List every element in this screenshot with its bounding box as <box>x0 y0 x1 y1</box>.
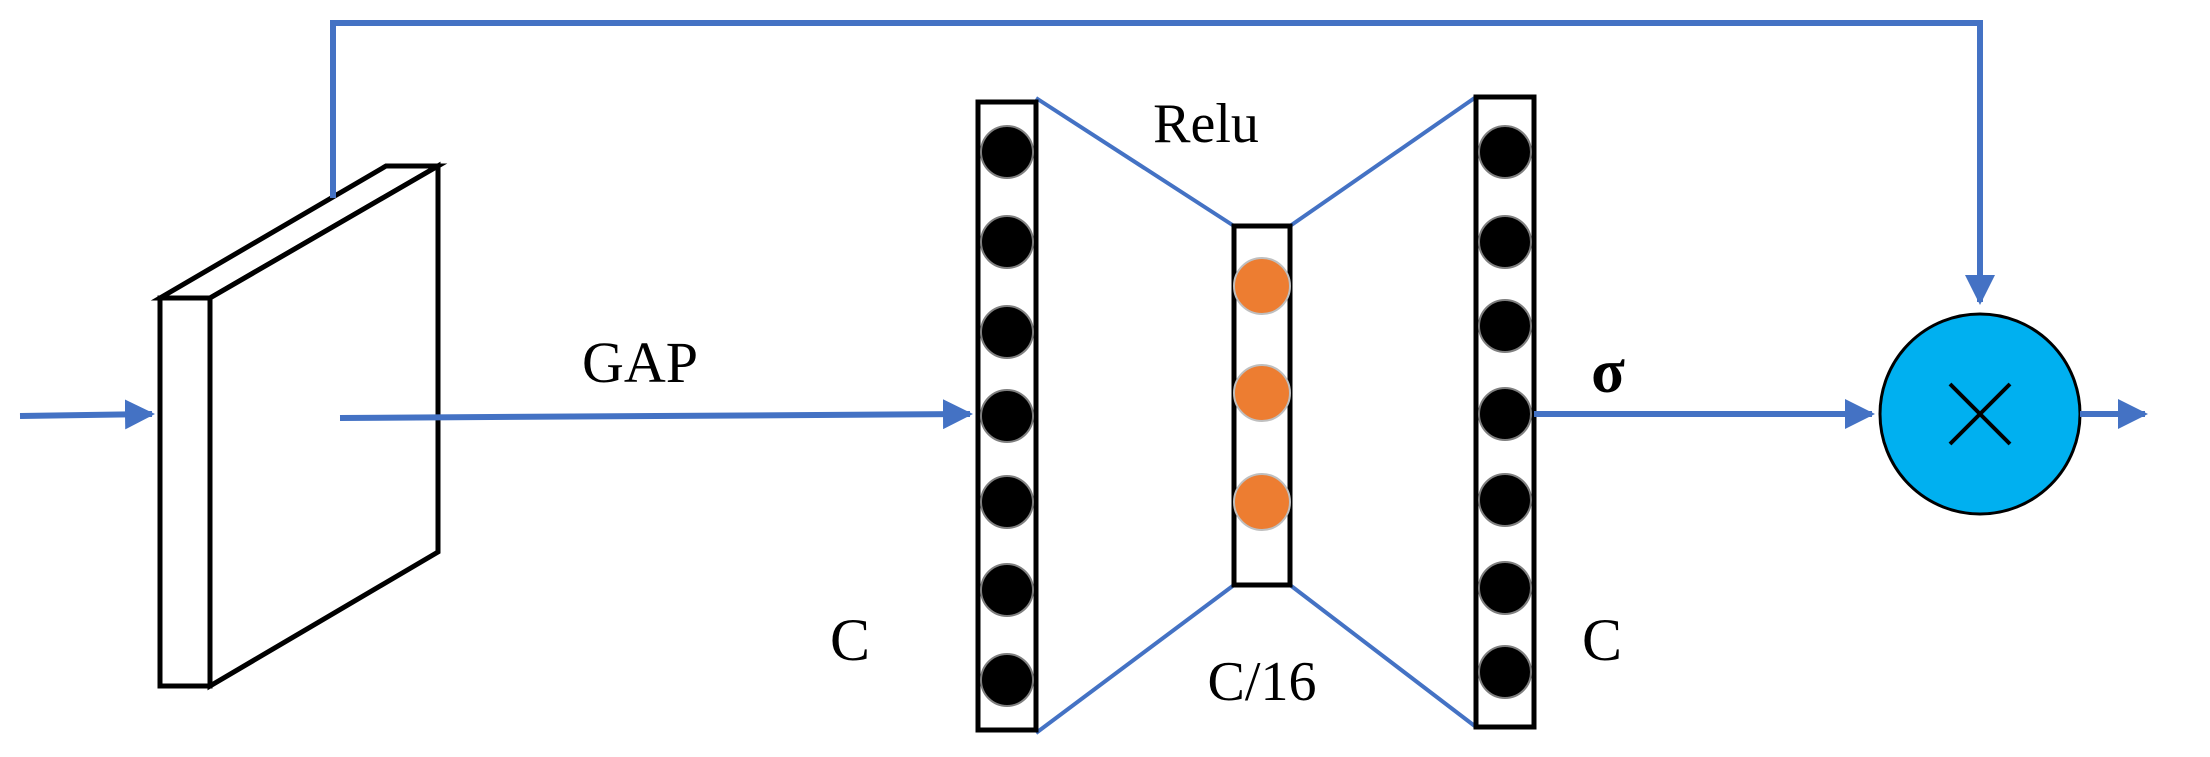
fc2-top-link <box>1288 95 1478 228</box>
input-channel-nodes <box>980 125 1034 707</box>
bottleneck-node <box>1233 257 1291 315</box>
input-node <box>980 563 1034 617</box>
output-node <box>1478 125 1532 179</box>
multiply-node <box>1878 312 2082 516</box>
output-channel-nodes <box>1478 125 1532 699</box>
fc1-bottom-link <box>1034 583 1236 735</box>
bottleneck-node <box>1233 473 1291 531</box>
output-node <box>1478 645 1532 699</box>
output-node <box>1478 473 1532 527</box>
channel-count-left-label: C <box>830 607 870 673</box>
input-node <box>980 475 1034 529</box>
gap-arrow <box>339 399 973 430</box>
output-node <box>1478 299 1532 353</box>
input-node <box>980 215 1034 269</box>
gap-label: GAP <box>582 330 698 395</box>
bottleneck-count-label: C/16 <box>1208 651 1317 713</box>
input-node <box>980 653 1034 707</box>
bottleneck-nodes <box>1233 257 1291 531</box>
channel-count-right-label: C <box>1582 607 1622 673</box>
feature-map-side <box>207 161 441 691</box>
feature-map-front <box>157 295 213 689</box>
relu-label: Relu <box>1153 93 1259 155</box>
skip-connection <box>330 20 1995 305</box>
sigma-label: σ <box>1591 338 1625 406</box>
fc1-top-link <box>1034 96 1236 228</box>
output-node <box>1478 215 1532 269</box>
input-arrow <box>19 399 155 430</box>
output-node <box>1478 387 1532 441</box>
feature-map-block <box>150 161 448 691</box>
fc-connections <box>1034 95 1478 735</box>
multiply-icon <box>1948 382 2012 446</box>
bottleneck-node <box>1233 364 1291 422</box>
input-node <box>980 389 1034 443</box>
fc2-bottom-link <box>1288 583 1478 729</box>
input-node <box>980 305 1034 359</box>
output-node <box>1478 561 1532 615</box>
input-node <box>980 125 1034 179</box>
